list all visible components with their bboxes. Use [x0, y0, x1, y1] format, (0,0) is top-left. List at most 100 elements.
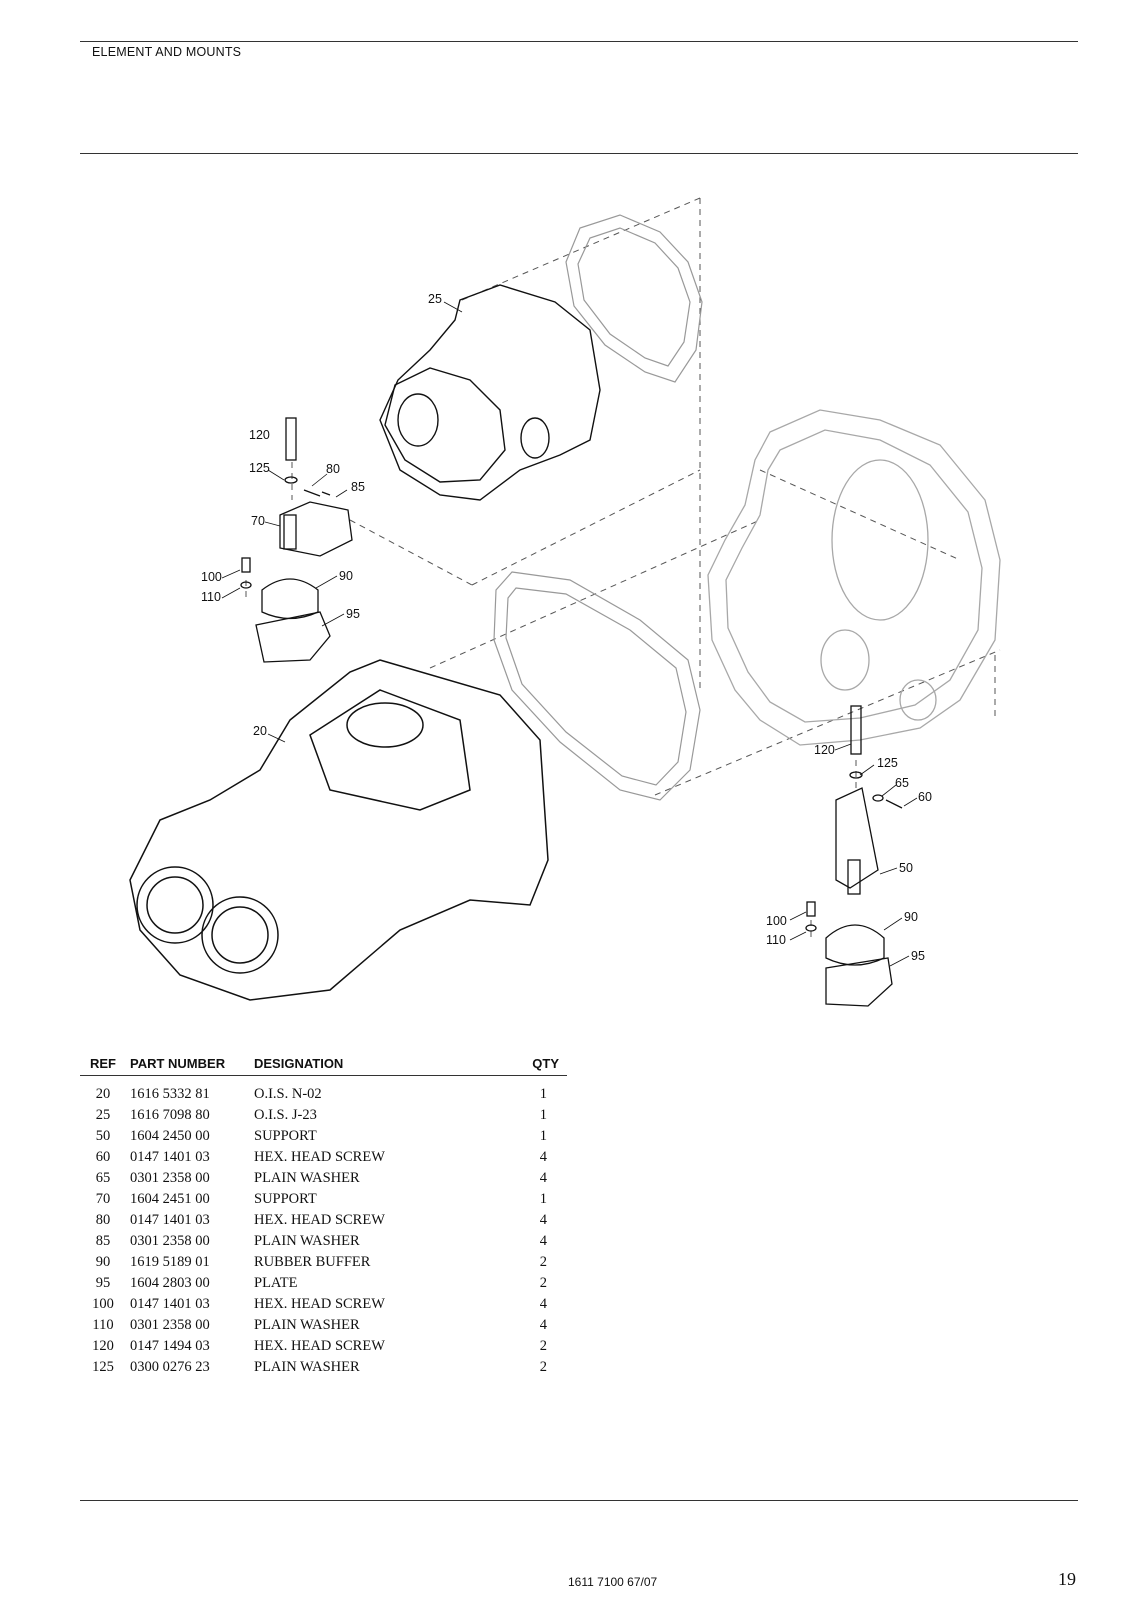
table-row: 50 1604 2450 00 SUPPORT 1 — [80, 1126, 567, 1147]
cell-designation: HEX. HEAD SCREW — [254, 1296, 385, 1312]
flywheel-housing — [707, 409, 1001, 746]
callout-95-left: 95 — [346, 607, 360, 621]
column-header-qty: QTY — [514, 1056, 567, 1076]
cell-designation: RUBBER BUFFER — [254, 1254, 371, 1270]
cell-ref: 100 — [92, 1296, 114, 1312]
cell-part-number: 0300 0276 23 — [130, 1359, 210, 1375]
cell-ref: 90 — [95, 1254, 111, 1270]
footer-rule — [80, 1500, 1078, 1501]
cell-qty: 4 — [539, 1233, 547, 1249]
table-row: 90 1619 5189 01 RUBBER BUFFER 2 — [80, 1252, 567, 1273]
cell-part-number: 0147 1401 03 — [130, 1296, 210, 1312]
parts-list-table: REF PART NUMBER DESIGNATION QTY 20 1616 5… — [80, 1056, 567, 1378]
column-header-ref: REF — [80, 1056, 126, 1076]
cell-qty: 2 — [539, 1338, 547, 1354]
cell-part-number: 0147 1401 03 — [130, 1212, 210, 1228]
gasket-upper — [565, 214, 703, 383]
callout-120-right: 120 — [814, 743, 835, 757]
table-row: 110 0301 2358 00 PLAIN WASHER 4 — [80, 1315, 567, 1336]
cell-designation: PLAIN WASHER — [254, 1170, 360, 1186]
cell-qty: 2 — [539, 1254, 547, 1270]
cell-designation: PLATE — [254, 1275, 298, 1291]
parts-table-body: 20 1616 5332 81 O.I.S. N-02 1 25 1616 7098 8… — [80, 1076, 567, 1379]
callout-125-right: 125 — [877, 756, 898, 770]
cell-part-number: 1604 2803 00 — [130, 1275, 210, 1291]
cell-qty: 4 — [539, 1296, 547, 1312]
column-header-designation: DESIGNATION — [254, 1056, 514, 1076]
cell-part-number: 0301 2358 00 — [130, 1317, 210, 1333]
cell-qty: 4 — [539, 1170, 547, 1186]
callout-70: 70 — [251, 514, 265, 528]
cell-ref: 120 — [92, 1338, 114, 1354]
cell-designation: O.I.S. N-02 — [254, 1086, 322, 1102]
mount-right — [805, 705, 903, 1007]
oil-injected-screw-element-25 — [379, 284, 601, 501]
page-number: 19 — [1058, 1569, 1076, 1589]
cell-part-number: 1616 5332 81 — [130, 1086, 210, 1102]
cell-designation: SUPPORT — [254, 1128, 317, 1144]
cell-ref: 65 — [95, 1170, 111, 1186]
cell-designation: PLAIN WASHER — [254, 1233, 360, 1249]
section-title: ELEMENT AND MOUNTS — [92, 45, 242, 59]
cell-qty: 1 — [539, 1086, 547, 1102]
callout-50: 50 — [899, 861, 913, 875]
callout-leaders — [221, 301, 918, 967]
table-row: 70 1604 2451 00 SUPPORT 1 — [80, 1189, 567, 1210]
cell-qty: 4 — [539, 1317, 547, 1333]
cell-designation: PLAIN WASHER — [254, 1359, 360, 1375]
cell-ref: 60 — [95, 1149, 111, 1165]
header-bottom-rule — [80, 153, 1078, 154]
callout-100-right: 100 — [766, 914, 787, 928]
gasket-lower — [493, 571, 701, 801]
callout-65: 65 — [895, 776, 909, 790]
callout-100-left: 100 — [201, 570, 222, 584]
cell-ref: 125 — [92, 1359, 114, 1375]
callout-60: 60 — [918, 790, 932, 804]
table-header-row: REF PART NUMBER DESIGNATION QTY — [80, 1056, 567, 1076]
cell-ref: 50 — [95, 1128, 111, 1144]
cell-qty: 1 — [539, 1191, 547, 1207]
cell-ref: 80 — [95, 1212, 111, 1228]
cell-designation: PLAIN WASHER — [254, 1317, 360, 1333]
cell-part-number: 1604 2450 00 — [130, 1128, 210, 1144]
table-row: 65 0301 2358 00 PLAIN WASHER 4 — [80, 1168, 567, 1189]
cell-ref: 20 — [95, 1086, 111, 1102]
cell-ref: 110 — [92, 1317, 114, 1333]
cell-qty: 2 — [539, 1359, 547, 1375]
cell-designation: SUPPORT — [254, 1191, 317, 1207]
table-row: 125 0300 0276 23 PLAIN WASHER 2 — [80, 1357, 567, 1378]
mount-left — [240, 417, 353, 663]
exploded-parts-drawing: 25 20 120 125 80 85 70 90 95 100 110 120… — [0, 180, 1131, 1050]
callout-110-left: 110 — [201, 590, 221, 604]
cell-qty: 1 — [539, 1128, 547, 1144]
callout-90-right: 90 — [904, 910, 918, 924]
document-number: 1611 7100 67/07 — [568, 1575, 658, 1589]
callout-labels: 25 20 120 125 80 85 70 90 95 100 110 120… — [201, 292, 932, 963]
cell-part-number: 1616 7098 80 — [130, 1107, 210, 1123]
callout-90-left: 90 — [339, 569, 353, 583]
cell-part-number: 0301 2358 00 — [130, 1170, 210, 1186]
cell-ref: 25 — [95, 1107, 111, 1123]
cell-part-number: 1619 5189 01 — [130, 1254, 210, 1270]
cell-part-number: 1604 2451 00 — [130, 1191, 210, 1207]
column-header-part-number: PART NUMBER — [126, 1056, 254, 1076]
callout-20: 20 — [253, 724, 267, 738]
cell-designation: HEX. HEAD SCREW — [254, 1338, 385, 1354]
header-top-rule — [80, 41, 1078, 42]
cell-ref: 85 — [95, 1233, 111, 1249]
callout-125-left: 125 — [249, 461, 270, 475]
cell-part-number: 0301 2358 00 — [130, 1233, 210, 1249]
exploded-view-svg: 25 20 120 125 80 85 70 90 95 100 110 120… — [129, 197, 1001, 1007]
oil-injected-screw-element-20 — [129, 659, 549, 1001]
table-row: 85 0301 2358 00 PLAIN WASHER 4 — [80, 1231, 567, 1252]
callout-25: 25 — [428, 292, 442, 306]
cell-designation: HEX. HEAD SCREW — [254, 1149, 385, 1165]
cell-ref: 95 — [95, 1275, 111, 1291]
table-row: 100 0147 1401 03 HEX. HEAD SCREW 4 — [80, 1294, 567, 1315]
cell-designation: HEX. HEAD SCREW — [254, 1212, 385, 1228]
cell-ref: 70 — [95, 1191, 111, 1207]
